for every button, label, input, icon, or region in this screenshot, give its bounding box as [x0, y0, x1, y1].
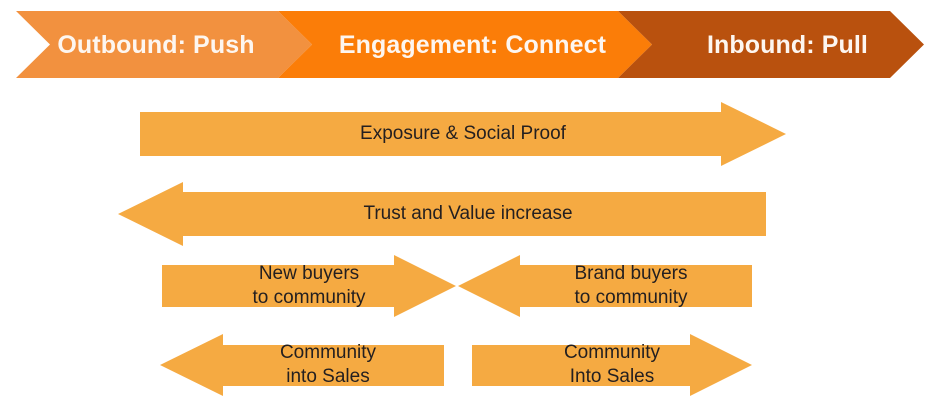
- arrow-new-buyers-to-community-shape: [162, 255, 456, 317]
- arrow-trust-value-increase-shape: [118, 182, 766, 246]
- arrow-new-buyers-to-community: New buyers to community: [162, 254, 456, 318]
- arrow-exposure-social-proof: Exposure & Social Proof: [140, 100, 786, 168]
- arrow-community-into-sales-left: Community into Sales: [160, 332, 444, 398]
- banner-segment-inbound-shape: [618, 11, 924, 78]
- arrow-brand-buyers-to-community: Brand buyers to community: [458, 254, 752, 318]
- arrow-trust-value-increase: Trust and Value increase: [118, 180, 766, 248]
- phase-banner: Outbound: Push Engagement: Connect Inbou…: [0, 0, 940, 90]
- arrow-community-into-sales-left-shape: [160, 334, 444, 396]
- arrow-brand-buyers-to-community-shape: [458, 255, 752, 317]
- arrow-community-into-sales-right: Community Into Sales: [472, 332, 752, 398]
- banner-segment-outbound-shape: [16, 11, 312, 78]
- banner-segment-engagement-shape: [278, 11, 652, 78]
- arrow-community-into-sales-right-shape: [472, 334, 752, 396]
- arrow-exposure-social-proof-shape: [140, 102, 786, 166]
